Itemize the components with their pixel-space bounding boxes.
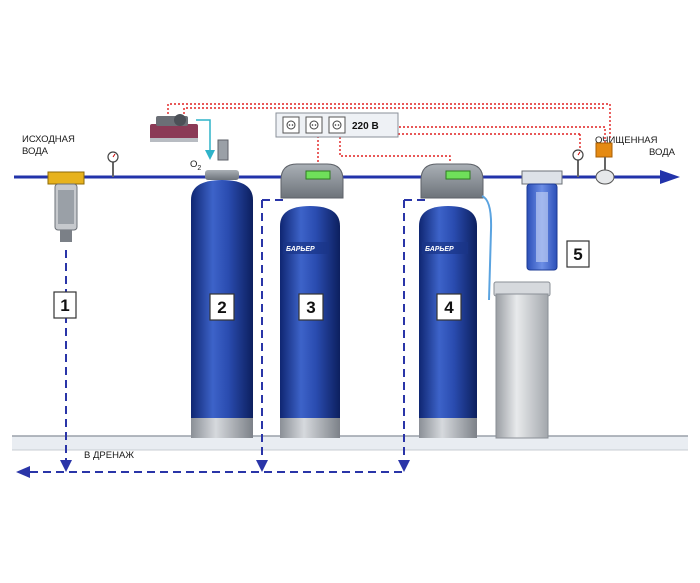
source-water-label-2: ВОДА (22, 146, 49, 157)
number-box-3: 3 (298, 293, 324, 321)
number-box-4: 4 (436, 293, 462, 321)
compressor (150, 114, 198, 142)
socket-icon (305, 116, 323, 134)
pressure-gauge-icon (107, 151, 119, 177)
svg-text:4: 4 (444, 298, 454, 317)
voltage-label: 220 В (352, 121, 379, 132)
ground (12, 435, 688, 451)
svg-text:3: 3 (306, 298, 315, 317)
cartridge-filter (521, 170, 563, 271)
prefilter (47, 171, 85, 242)
number-box-1: 1 (53, 291, 77, 319)
aeration-tank (191, 139, 253, 438)
oxygen-label: O2 (190, 159, 201, 172)
drain-arrows (16, 460, 410, 478)
svg-text:1: 1 (60, 296, 69, 315)
purified-water-label-2: ВОДА (649, 147, 676, 158)
pressure-gauge-icon (572, 149, 584, 177)
number-box-5: 5 (566, 240, 590, 268)
brine-tank (481, 195, 551, 439)
drain-lines (30, 199, 425, 473)
source-water-label-1: ИСХОДНАЯ (22, 134, 75, 145)
drain-label: В ДРЕНАЖ (84, 450, 134, 461)
purified-water-label-1: ОЧИЩЕННАЯ (595, 135, 658, 146)
oxygen-line (196, 119, 215, 160)
power-panel: 220 В (275, 112, 399, 138)
svg-text:2: 2 (217, 298, 226, 317)
brand-label: БАРЬЕР (425, 246, 454, 253)
brand-label: БАРЬЕР (286, 246, 315, 253)
svg-text:5: 5 (573, 245, 582, 264)
number-box-2: 2 (209, 293, 235, 321)
socket-icon (328, 116, 346, 134)
socket-icon (282, 116, 300, 134)
flow-meter (595, 142, 615, 185)
control-wiring (167, 103, 611, 163)
